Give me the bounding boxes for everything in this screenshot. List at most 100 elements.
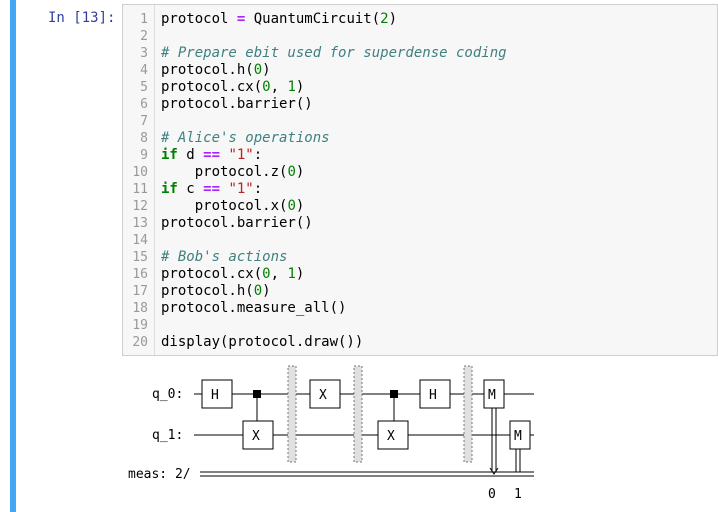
code-token: : xyxy=(253,181,263,197)
code-line[interactable]: 2 xyxy=(123,28,717,45)
svg-text:H: H xyxy=(211,388,219,403)
line-source: # Alice's operations xyxy=(161,130,330,147)
code-token: ) xyxy=(262,62,271,78)
code-token: protocol.z( xyxy=(161,164,288,180)
code-token: if xyxy=(161,147,178,163)
line-source: protocol.cx(0, 1) xyxy=(161,266,304,283)
line-number: 16 xyxy=(132,267,148,282)
code-token: protocol.h( xyxy=(161,62,254,78)
code-token: protocol.cx( xyxy=(161,266,263,282)
line-source: if c == "1": xyxy=(161,181,262,198)
code-token: protocol.barrier() xyxy=(161,96,313,112)
code-token: ) xyxy=(262,283,271,299)
code-token: c xyxy=(177,181,204,197)
line-source: if d == "1": xyxy=(161,147,262,164)
code-token: ) xyxy=(388,11,398,27)
line-source: protocol.h(0) xyxy=(161,283,271,300)
code-token: 0 xyxy=(262,79,271,95)
line-number: 4 xyxy=(140,63,148,78)
code-line[interactable]: 14 xyxy=(123,232,717,249)
code-token: , xyxy=(270,79,288,95)
code-token: # Bob's actions xyxy=(161,249,288,265)
h-gate-2[interactable]: H xyxy=(419,379,451,409)
code-line[interactable]: 13 protocol.barrier() xyxy=(123,215,717,232)
cx-gate-1[interactable]: X xyxy=(242,390,274,450)
classical-bit-label-0: 0 xyxy=(488,487,496,502)
line-source: # Bob's actions xyxy=(161,249,287,266)
code-line[interactable]: 3 # Prepare ebit used for superdense codi… xyxy=(123,45,717,62)
code-token: protocol.cx( xyxy=(161,79,263,95)
code-token: # Prepare ebit used for superdense codin… xyxy=(161,45,507,61)
code-line[interactable]: 8 # Alice's operations xyxy=(123,130,717,147)
line-number: 1 xyxy=(140,12,148,27)
line-source: protocol.h(0) xyxy=(161,62,271,79)
code-token: == xyxy=(203,147,221,163)
code-token: ) xyxy=(295,266,305,282)
x-gate-q0[interactable]: X xyxy=(309,379,341,409)
measure-gate-q0[interactable]: M xyxy=(483,379,505,475)
line-number: 14 xyxy=(132,233,148,248)
code-token: 1 xyxy=(287,266,296,282)
code-token: ) xyxy=(295,198,305,214)
line-source: protocol = QuantumCircuit(2) xyxy=(161,11,397,28)
line-number: 7 xyxy=(140,114,148,129)
code-line[interactable]: 7 xyxy=(123,113,717,130)
code-line[interactable]: 11 if c == "1": xyxy=(123,181,717,198)
svg-text:X: X xyxy=(387,429,395,444)
line-source: protocol.measure_all() xyxy=(161,300,346,317)
code-token: 0 xyxy=(287,198,296,214)
line-number: 17 xyxy=(132,284,148,299)
classical-bit-label-1: 1 xyxy=(514,487,522,502)
code-line[interactable]: 5 protocol.cx(0, 1) xyxy=(123,79,717,96)
line-number: 15 xyxy=(132,250,148,265)
line-number: 11 xyxy=(132,182,148,197)
code-line[interactable]: 1 protocol = QuantumCircuit(2) xyxy=(123,11,717,28)
svg-text:M: M xyxy=(488,388,496,403)
code-line[interactable]: 12 protocol.x(0) xyxy=(123,198,717,215)
code-token: 0 xyxy=(253,283,263,299)
line-number: 8 xyxy=(140,131,148,146)
line-number: 5 xyxy=(140,80,148,95)
line-source: protocol.cx(0, 1) xyxy=(161,79,304,96)
code-line[interactable]: 20 display(protocol.draw()) xyxy=(123,334,717,351)
cell-selection-bar xyxy=(10,0,16,512)
code-line[interactable]: 10 protocol.z(0) xyxy=(123,164,717,181)
code-token: protocol.x( xyxy=(161,198,288,214)
wire-label-meas: meas: 2/ xyxy=(128,467,191,482)
code-token: ) xyxy=(295,164,305,180)
cx-gate-2[interactable]: X xyxy=(377,390,409,450)
code-token: protocol.barrier() xyxy=(161,215,313,231)
code-token: : xyxy=(253,147,263,163)
code-token: "1" xyxy=(228,181,254,197)
code-line[interactable]: 16 protocol.cx(0, 1) xyxy=(123,266,717,283)
code-token: 0 xyxy=(287,164,296,180)
line-source: protocol.barrier() xyxy=(161,96,313,113)
code-line[interactable]: 4 protocol.h(0) xyxy=(123,62,717,79)
wire-label-q1: q_1: xyxy=(152,428,183,443)
h-gate-1[interactable]: H xyxy=(201,379,233,409)
code-token: protocol.measure_all() xyxy=(161,300,347,316)
line-number: 20 xyxy=(132,335,148,350)
code-line[interactable]: 19 xyxy=(123,317,717,334)
line-source: display(protocol.draw()) xyxy=(161,334,363,351)
line-number: 3 xyxy=(140,46,148,61)
circuit-diagram: q_0: q_1: meas: 2/ H X xyxy=(128,365,534,502)
line-number: 2 xyxy=(140,29,148,44)
measure-gate-q1[interactable]: M xyxy=(509,420,531,472)
code-token: protocol.h( xyxy=(161,283,254,299)
svg-text:X: X xyxy=(252,429,260,444)
code-token: QuantumCircuit( xyxy=(245,11,381,27)
line-number: 13 xyxy=(132,216,148,231)
code-token: , xyxy=(270,266,288,282)
code-token: == xyxy=(203,181,221,197)
code-token: 2 xyxy=(380,11,389,27)
code-line[interactable]: 17 protocol.h(0) xyxy=(123,283,717,300)
line-number: 10 xyxy=(132,165,148,180)
svg-text:H: H xyxy=(429,388,437,403)
code-line[interactable]: 15 # Bob's actions xyxy=(123,249,717,266)
